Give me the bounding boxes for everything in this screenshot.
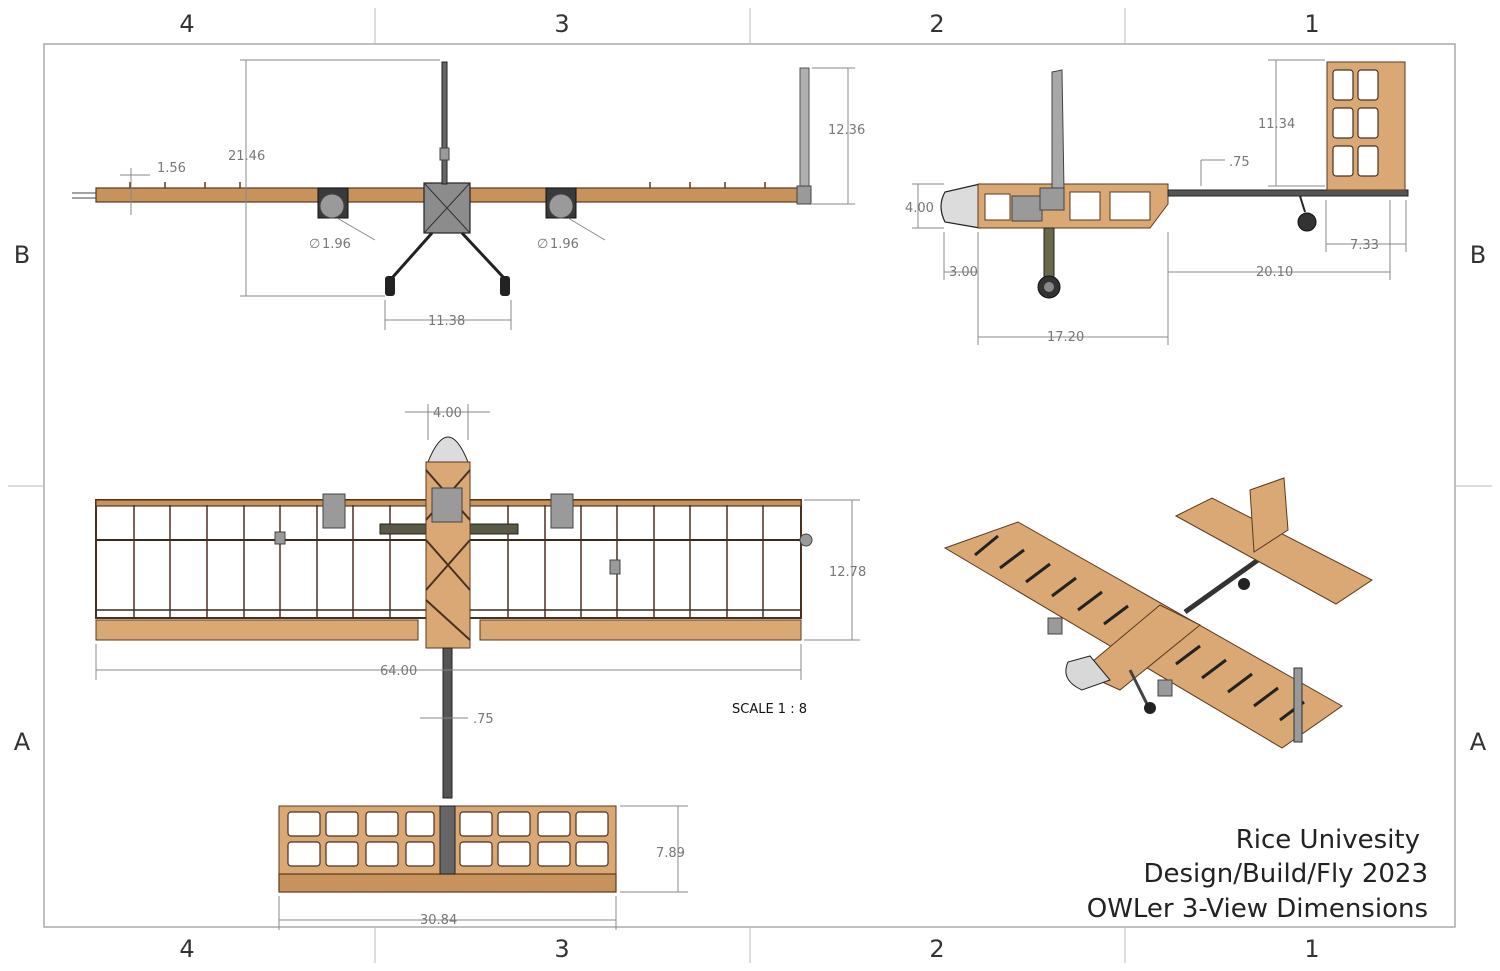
zone-row-left-b: B (14, 241, 30, 269)
dim-front-wingtip: 1.56 (157, 161, 186, 176)
iso-boom (1183, 557, 1260, 615)
top-dim-lines (95, 404, 860, 930)
iso-horizontal-tail (1174, 497, 1373, 605)
title-line-2: Design/Build/Fly 2023 (1143, 859, 1428, 889)
top-view (95, 436, 813, 893)
sheet-border (43, 43, 1456, 928)
zone-row-right-a: A (1470, 728, 1487, 756)
iso-fuselage (1079, 604, 1201, 691)
zone-col-bottom-2: 2 (929, 935, 944, 963)
dim-side-fuselage-length: 17.20 (1047, 330, 1084, 345)
zone-col-top-4: 4 (179, 10, 194, 38)
side-nose-cone (940, 183, 981, 229)
iso-vertical-tail (1249, 477, 1289, 553)
zone-row-left-a: A (14, 728, 31, 756)
title-line-3: OWLer 3-View Dimensions (1087, 894, 1428, 924)
dim-front-motor-right: 1.96 (550, 237, 579, 252)
top-aileron-left (95, 619, 419, 641)
front-landing-gear (390, 231, 506, 292)
zone-col-top-2: 2 (929, 10, 944, 38)
front-fin (441, 61, 448, 185)
dim-front-motor-left: 1.96 (322, 237, 351, 252)
dim-side-fuselage-height: 4.00 (905, 201, 934, 216)
dim-side-nose: 3.00 (949, 265, 978, 280)
iso-wingtip-fin (1293, 667, 1303, 743)
zone-col-bottom-3: 3 (554, 935, 569, 963)
dim-front-height: 21.46 (228, 149, 265, 164)
dim-side-tail-chord: 7.33 (1350, 238, 1379, 253)
dim-front-fin-height: 12.36 (828, 123, 865, 138)
front-dim-lines (120, 59, 855, 330)
dim-top-fuselage-width: 4.00 (433, 406, 462, 421)
side-tail-wheel (1297, 212, 1317, 232)
dim-front-motor-left-symbol: ∅ (309, 237, 320, 252)
dim-front-motor-right-symbol: ∅ (537, 237, 548, 252)
top-tail-boom (442, 647, 453, 799)
side-dim-lines (912, 59, 1407, 345)
top-aileron-right (479, 619, 802, 641)
side-view (940, 61, 1409, 299)
dim-side-boom: .75 (1229, 155, 1250, 170)
dim-top-htail-span: 30.84 (420, 913, 457, 928)
isometric-view (943, 477, 1373, 749)
zone-col-bottom-1: 1 (1304, 935, 1319, 963)
front-wheel-right (500, 276, 510, 296)
dim-top-wing-chord: 12.78 (829, 565, 866, 580)
zone-ticks (8, 8, 1492, 963)
dim-side-fin: 11.34 (1258, 117, 1295, 132)
zone-col-top-3: 3 (554, 10, 569, 38)
zone-col-bottom-4: 4 (179, 935, 194, 963)
side-tail-boom (1167, 189, 1409, 197)
top-nose-cone (427, 436, 469, 463)
top-motor-left (322, 493, 346, 529)
dim-top-boom-width: .75 (473, 712, 494, 727)
side-fin-pole (1051, 69, 1065, 191)
iso-nose (1065, 655, 1111, 691)
dim-top-wingspan: 64.00 (380, 664, 417, 679)
front-view (72, 61, 812, 296)
top-motor-right (550, 493, 574, 529)
dim-top-htail-chord: 7.89 (656, 846, 685, 861)
side-gear-strut (1043, 227, 1055, 279)
top-htail-cells (287, 811, 609, 867)
dim-front-gear-track: 11.38 (428, 314, 465, 329)
zone-col-top-1: 1 (1304, 10, 1319, 38)
front-wheel-left (385, 276, 395, 296)
zone-row-right-b: B (1470, 241, 1486, 269)
title-line-1: Rice Univesity (1236, 825, 1420, 855)
front-wingtip-fin (799, 67, 810, 189)
dim-side-boom-length: 20.10 (1256, 265, 1293, 280)
scale-label: SCALE 1 : 8 (732, 702, 807, 717)
